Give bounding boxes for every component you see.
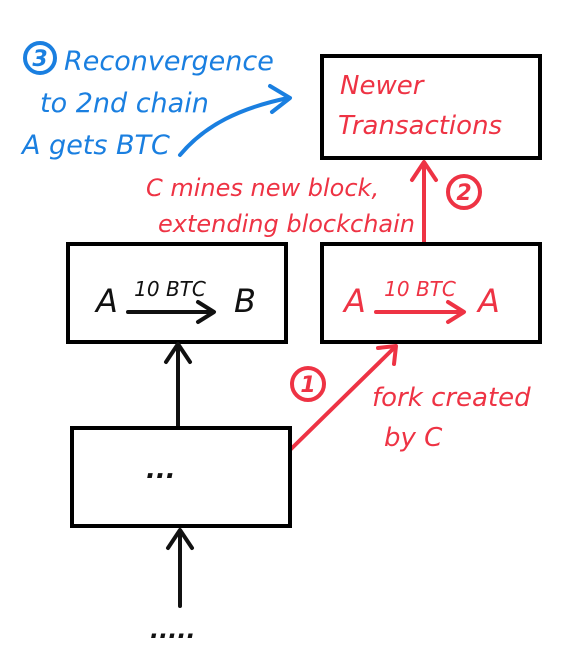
fork-arrow-line <box>288 346 396 452</box>
step-3-circle <box>23 41 57 75</box>
base-box <box>70 426 292 528</box>
step-2-number: 2 <box>456 181 471 206</box>
reconvergence-line-1: Reconvergence <box>64 46 274 77</box>
mining-annotation: C mines new block, extending blockchain … <box>146 160 482 246</box>
mining-line-2: extending blockchain <box>158 210 415 238</box>
tx-left-from: A <box>94 282 118 320</box>
reconvergence-arrowhead <box>268 84 292 114</box>
reconvergence-line-2: to 2nd chain <box>40 88 209 119</box>
newer-transactions-block: Newer Transactions <box>320 54 542 160</box>
base-block: ... <box>70 426 292 528</box>
tx-block-right: A 10 BTC A <box>320 242 542 344</box>
tx-left-arrowhead <box>196 300 216 324</box>
reconvergence-line-3: A gets BTC <box>20 130 170 161</box>
newer-transactions-line-2: Transactions <box>338 111 502 141</box>
fork-annotation: 1 fork created by C <box>288 344 531 453</box>
reconvergence-arrow <box>178 96 290 157</box>
tx-right-arrowhead <box>446 300 466 324</box>
reconvergence-annotation: 3 Reconvergence to 2nd chain A gets BTC <box>20 41 292 161</box>
tx-right-box <box>320 242 542 344</box>
newer-transactions-line-1: Newer <box>340 71 426 101</box>
tx-right-to: A <box>476 282 500 320</box>
base-to-left-link <box>164 342 192 430</box>
extend-arrowhead <box>410 160 438 182</box>
bottom-ellipsis: ..... <box>150 616 196 644</box>
step-3-number: 3 <box>32 47 47 72</box>
mining-line-1: C mines new block, <box>146 174 379 202</box>
tx-right-from: A <box>342 282 366 320</box>
tx-left-amount: 10 BTC <box>134 277 206 301</box>
fork-arrowhead <box>376 344 398 366</box>
below-to-base-link <box>166 528 194 608</box>
step-1-circle <box>290 366 326 402</box>
tx-right-amount: 10 BTC <box>384 277 456 301</box>
tx-left-to: B <box>234 282 256 320</box>
fork-line-2: by C <box>384 423 443 453</box>
base-ellipsis: ... <box>146 455 176 485</box>
newer-transactions-box <box>320 54 542 160</box>
base-to-left-arrowhead <box>164 342 192 364</box>
tx-left-box <box>66 242 288 344</box>
fork-line-1: fork created <box>372 383 531 413</box>
step-2-circle <box>446 174 482 210</box>
below-to-base-arrowhead <box>166 528 194 550</box>
step-1-number: 1 <box>300 373 315 398</box>
tx-block-left: A 10 BTC B <box>66 242 288 344</box>
